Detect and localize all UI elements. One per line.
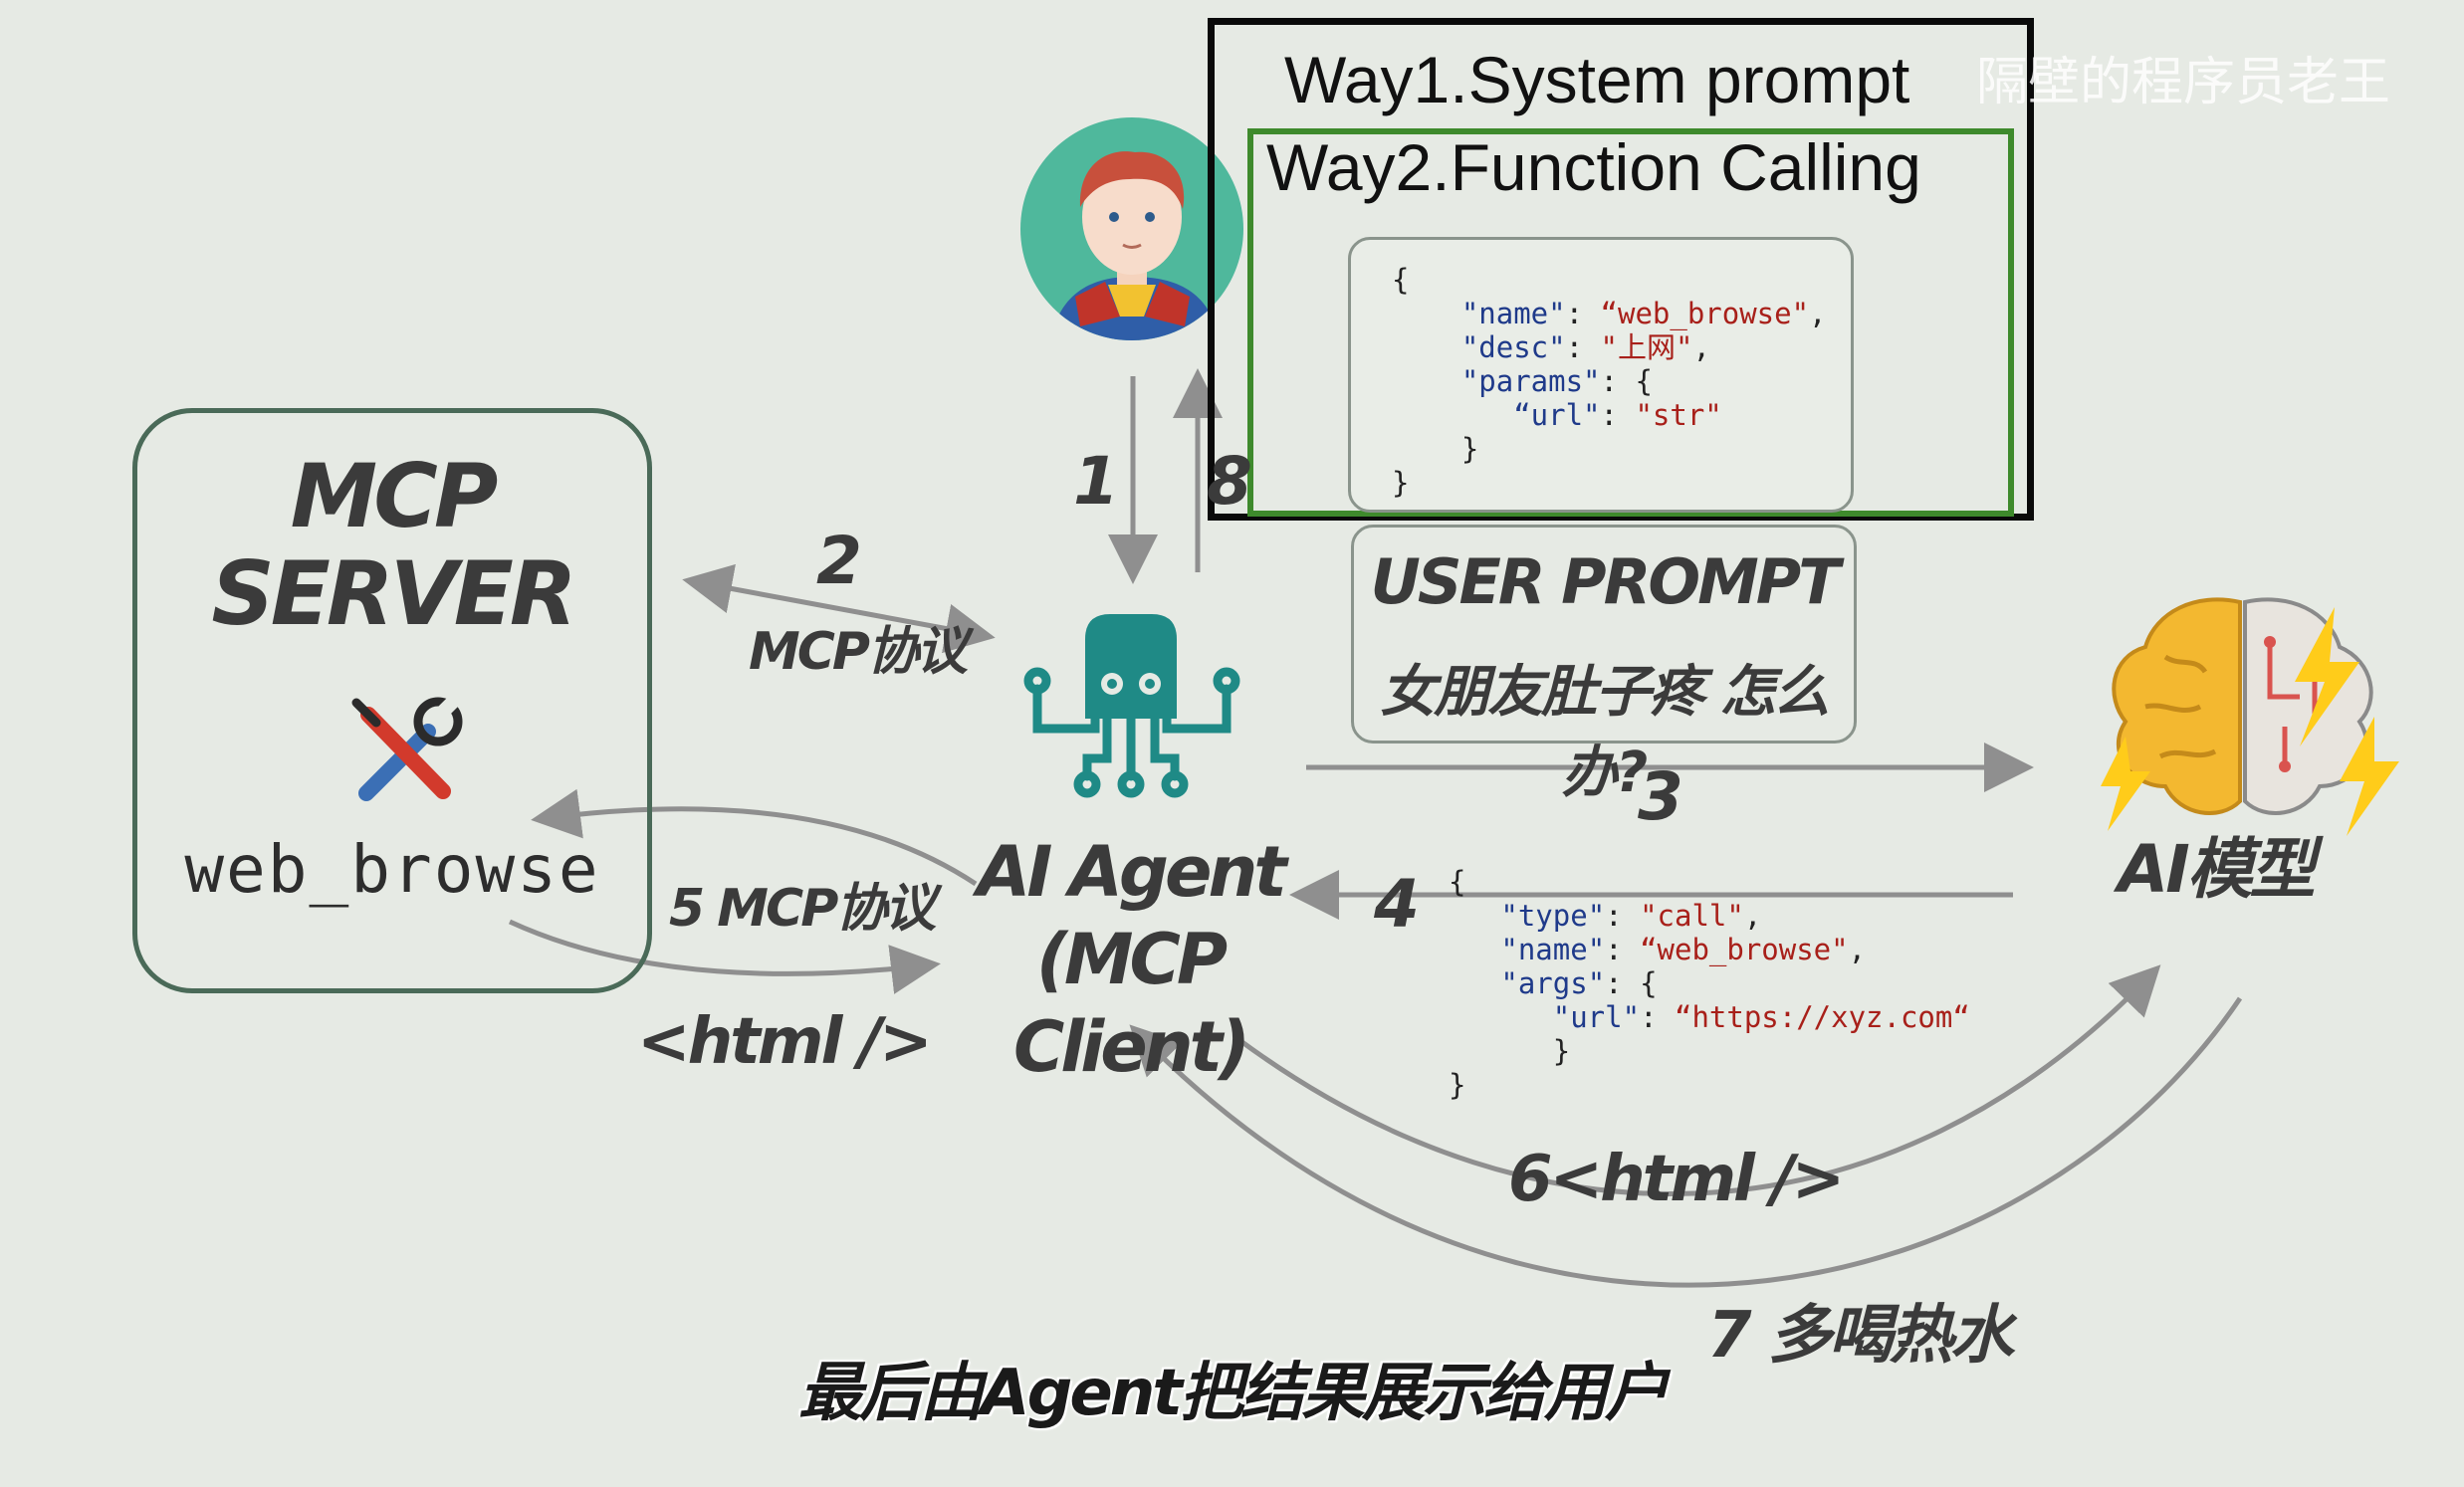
brain-lightning-icon [2101, 597, 2399, 836]
function-call-code: { "type": "call", "name": “web_browse", … [1449, 865, 1970, 1102]
mcp-server-box [132, 408, 652, 993]
ai-model-label: AI模型 [2118, 831, 2316, 908]
user-prompt-text: 女朋友肚子疼 怎么办? [1380, 660, 1830, 805]
step-6-label: 6<html /> [1508, 1143, 1845, 1216]
step-7-label: 7 多喝热水 [1707, 1299, 2014, 1373]
superhero-avatar-icon [1020, 117, 1243, 340]
way2-title: Way2.Function Calling [1266, 130, 1921, 204]
step-2-protocol-label: MCP协议 [749, 622, 968, 682]
tool-web-browse-label: web_browse [184, 831, 600, 908]
ai-agent-label: AI Agent (MCP Client) [977, 831, 1287, 1088]
step-5-protocol-label: 5 MCP协议 [669, 879, 936, 939]
arrow-step-6 [1237, 964, 2161, 1196]
step-1-label: 1 [1073, 443, 1119, 520]
user-prompt-title: USER PROMPT [1370, 545, 1841, 618]
arrow-step-5 [531, 788, 978, 887]
way1-title: Way1.System prompt [1284, 43, 1910, 116]
html-return-label: <html /> [637, 1005, 933, 1079]
way2-box [1247, 128, 2014, 517]
video-subtitle: 最后由Agent把结果展示给用户 [798, 1357, 1669, 1430]
watermark: 隔壁的程序员老王 [1976, 54, 2391, 111]
step-3-label: 3 [1638, 758, 1683, 835]
arrow-html-return [508, 919, 941, 994]
step-2-label: 2 [816, 523, 862, 599]
octopus-agent-icon [1023, 614, 1240, 798]
wrench-screwdriver-icon [351, 697, 463, 801]
arrow-step-7 [1129, 996, 2243, 1288]
user-prompt-box [1351, 525, 1857, 744]
step-4-label: 4 [1374, 866, 1420, 943]
step-8-label: 8 [1207, 443, 1252, 520]
arrow-step-2 [682, 563, 996, 654]
mcp-server-title: MCP SERVER [211, 445, 576, 645]
function-definition-code: { "name": “web_browse", "desc": "上网", "p… [1392, 263, 1827, 500]
function-definition-box [1348, 237, 1854, 513]
way-box [1208, 18, 2034, 521]
